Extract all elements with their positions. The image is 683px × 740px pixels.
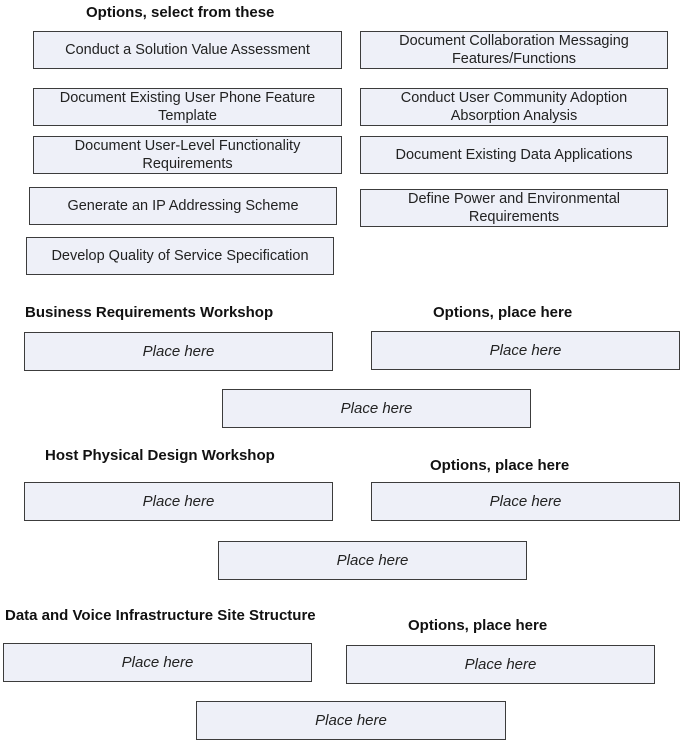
drop-target[interactable]: Place here xyxy=(222,389,531,428)
section-title-business-requirements: Business Requirements Workshop xyxy=(25,304,274,321)
drop-target[interactable]: Place here xyxy=(196,701,506,740)
drop-target[interactable]: Place here xyxy=(218,541,527,580)
drop-target[interactable]: Place here xyxy=(346,645,655,684)
section-title-data-voice-infrastructure: Data and Voice Infrastructure Site Struc… xyxy=(5,607,316,624)
section-title-host-physical-design: Host Physical Design Workshop xyxy=(45,447,275,464)
drop-target[interactable]: Place here xyxy=(3,643,312,682)
section-options-label: Options, place here xyxy=(408,617,548,634)
option-conduct-solution-value-assessment[interactable]: Conduct a Solution Value Assessment xyxy=(33,31,342,69)
option-develop-qos-specification[interactable]: Develop Quality of Service Specification xyxy=(26,237,334,275)
drop-target[interactable]: Place here xyxy=(24,482,333,521)
option-define-power-environmental[interactable]: Define Power and Environmental Requireme… xyxy=(360,189,668,227)
drop-target[interactable]: Place here xyxy=(24,332,333,371)
option-generate-ip-addressing-scheme[interactable]: Generate an IP Addressing Scheme xyxy=(29,187,337,225)
options-title: Options, select from these xyxy=(86,4,275,21)
option-document-existing-user-phone-feature-template[interactable]: Document Existing User Phone Feature Tem… xyxy=(33,88,342,126)
drop-target[interactable]: Place here xyxy=(371,331,680,370)
section-options-label: Options, place here xyxy=(433,304,573,321)
section-options-label: Options, place here xyxy=(430,457,570,474)
option-document-existing-data-applications[interactable]: Document Existing Data Applications xyxy=(360,136,668,174)
drop-target[interactable]: Place here xyxy=(371,482,680,521)
option-document-collaboration-messaging[interactable]: Document Collaboration Messaging Feature… xyxy=(360,31,668,69)
option-document-user-level-functionality[interactable]: Document User-Level Functionality Requir… xyxy=(33,136,342,174)
option-conduct-user-community-adoption[interactable]: Conduct User Community Adoption Absorpti… xyxy=(360,88,668,126)
